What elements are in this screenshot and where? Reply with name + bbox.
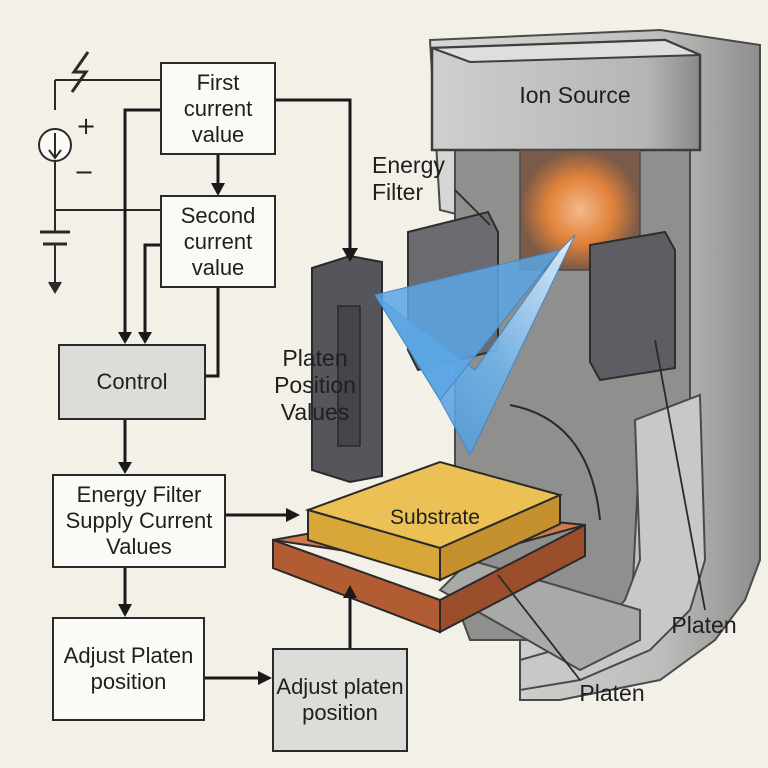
substrate-label: Substrate xyxy=(390,506,480,529)
energy-filter-right-electrode xyxy=(589,230,676,382)
first-current-box: First current value xyxy=(160,62,276,155)
platen-right-label: Platen xyxy=(671,612,737,638)
ion-source-label: Ion Source xyxy=(519,82,631,108)
housing-lower-wall xyxy=(519,393,707,692)
ion-beam-front xyxy=(374,249,562,401)
plus-sign: + xyxy=(76,112,97,140)
energy-filter-label: Energy Filter xyxy=(372,152,445,205)
circuit xyxy=(38,51,160,294)
platen-position-values-label: Platen Position Values xyxy=(274,345,356,425)
leader-platen-bottom xyxy=(497,574,581,681)
energy-filter-supply-box: Energy Filter Supply Current Values xyxy=(52,474,226,568)
leader-platen-right xyxy=(654,339,706,611)
substrate-side xyxy=(439,493,561,582)
platen-bottom-label: Platen xyxy=(579,680,645,706)
adjust-platen-left-box: Adjust Platen position xyxy=(52,617,205,721)
adjust-platen-right-box: Adjust platen position xyxy=(272,648,408,752)
minus-sign: − xyxy=(74,158,95,186)
trajectory-arc xyxy=(509,404,601,521)
platen-slab-side xyxy=(439,523,586,634)
leader-energy-filter xyxy=(454,189,491,226)
flow-arrowheads xyxy=(118,183,358,685)
second-current-box: Second current value xyxy=(160,195,276,288)
flow-connectors xyxy=(123,98,352,680)
control-box: Control xyxy=(58,344,206,420)
deflector-slot xyxy=(337,305,361,447)
ion-source-top xyxy=(431,38,701,64)
